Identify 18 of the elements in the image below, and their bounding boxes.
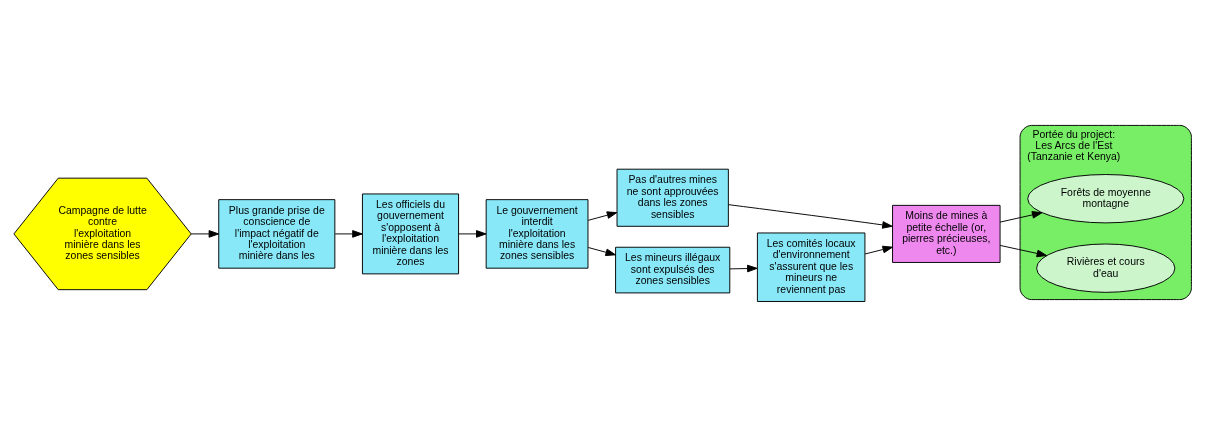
arrow <box>334 230 363 238</box>
arrow <box>999 244 1048 258</box>
arrow <box>458 230 487 238</box>
node-ellipse: Forêts de moyenne montagne <box>1027 174 1185 224</box>
node-box: Les officiels du gouvernement s'opposent à l'exploitation minière dans les zones <box>361 193 460 275</box>
node-box: Plus grande prise de conscience de l'impact négatif de l'exploitation minière dans les <box>218 199 336 269</box>
node-box: Les mineurs illégaux sont expulsés des zones sensibles <box>615 246 731 294</box>
node-box: Moins de mines à petite échelle (or, pierres précieuses, etc.) <box>892 204 1001 263</box>
arrow <box>999 211 1043 223</box>
arrow <box>728 204 893 229</box>
arrow <box>190 230 220 238</box>
arrow <box>864 245 893 255</box>
node-box: Pas d'autres mines ne sont approuvées dans les zones sensibles <box>616 168 729 227</box>
node-box: Le gouvernement interdit l'exploitation minière dans les zones sensibles <box>485 199 589 269</box>
node-box: Les comités locaux d'environnement s'assurent que les mineurs ne reviennent pas <box>756 232 866 302</box>
arrow <box>587 211 618 221</box>
arrow <box>729 264 758 273</box>
arrow <box>587 247 616 257</box>
